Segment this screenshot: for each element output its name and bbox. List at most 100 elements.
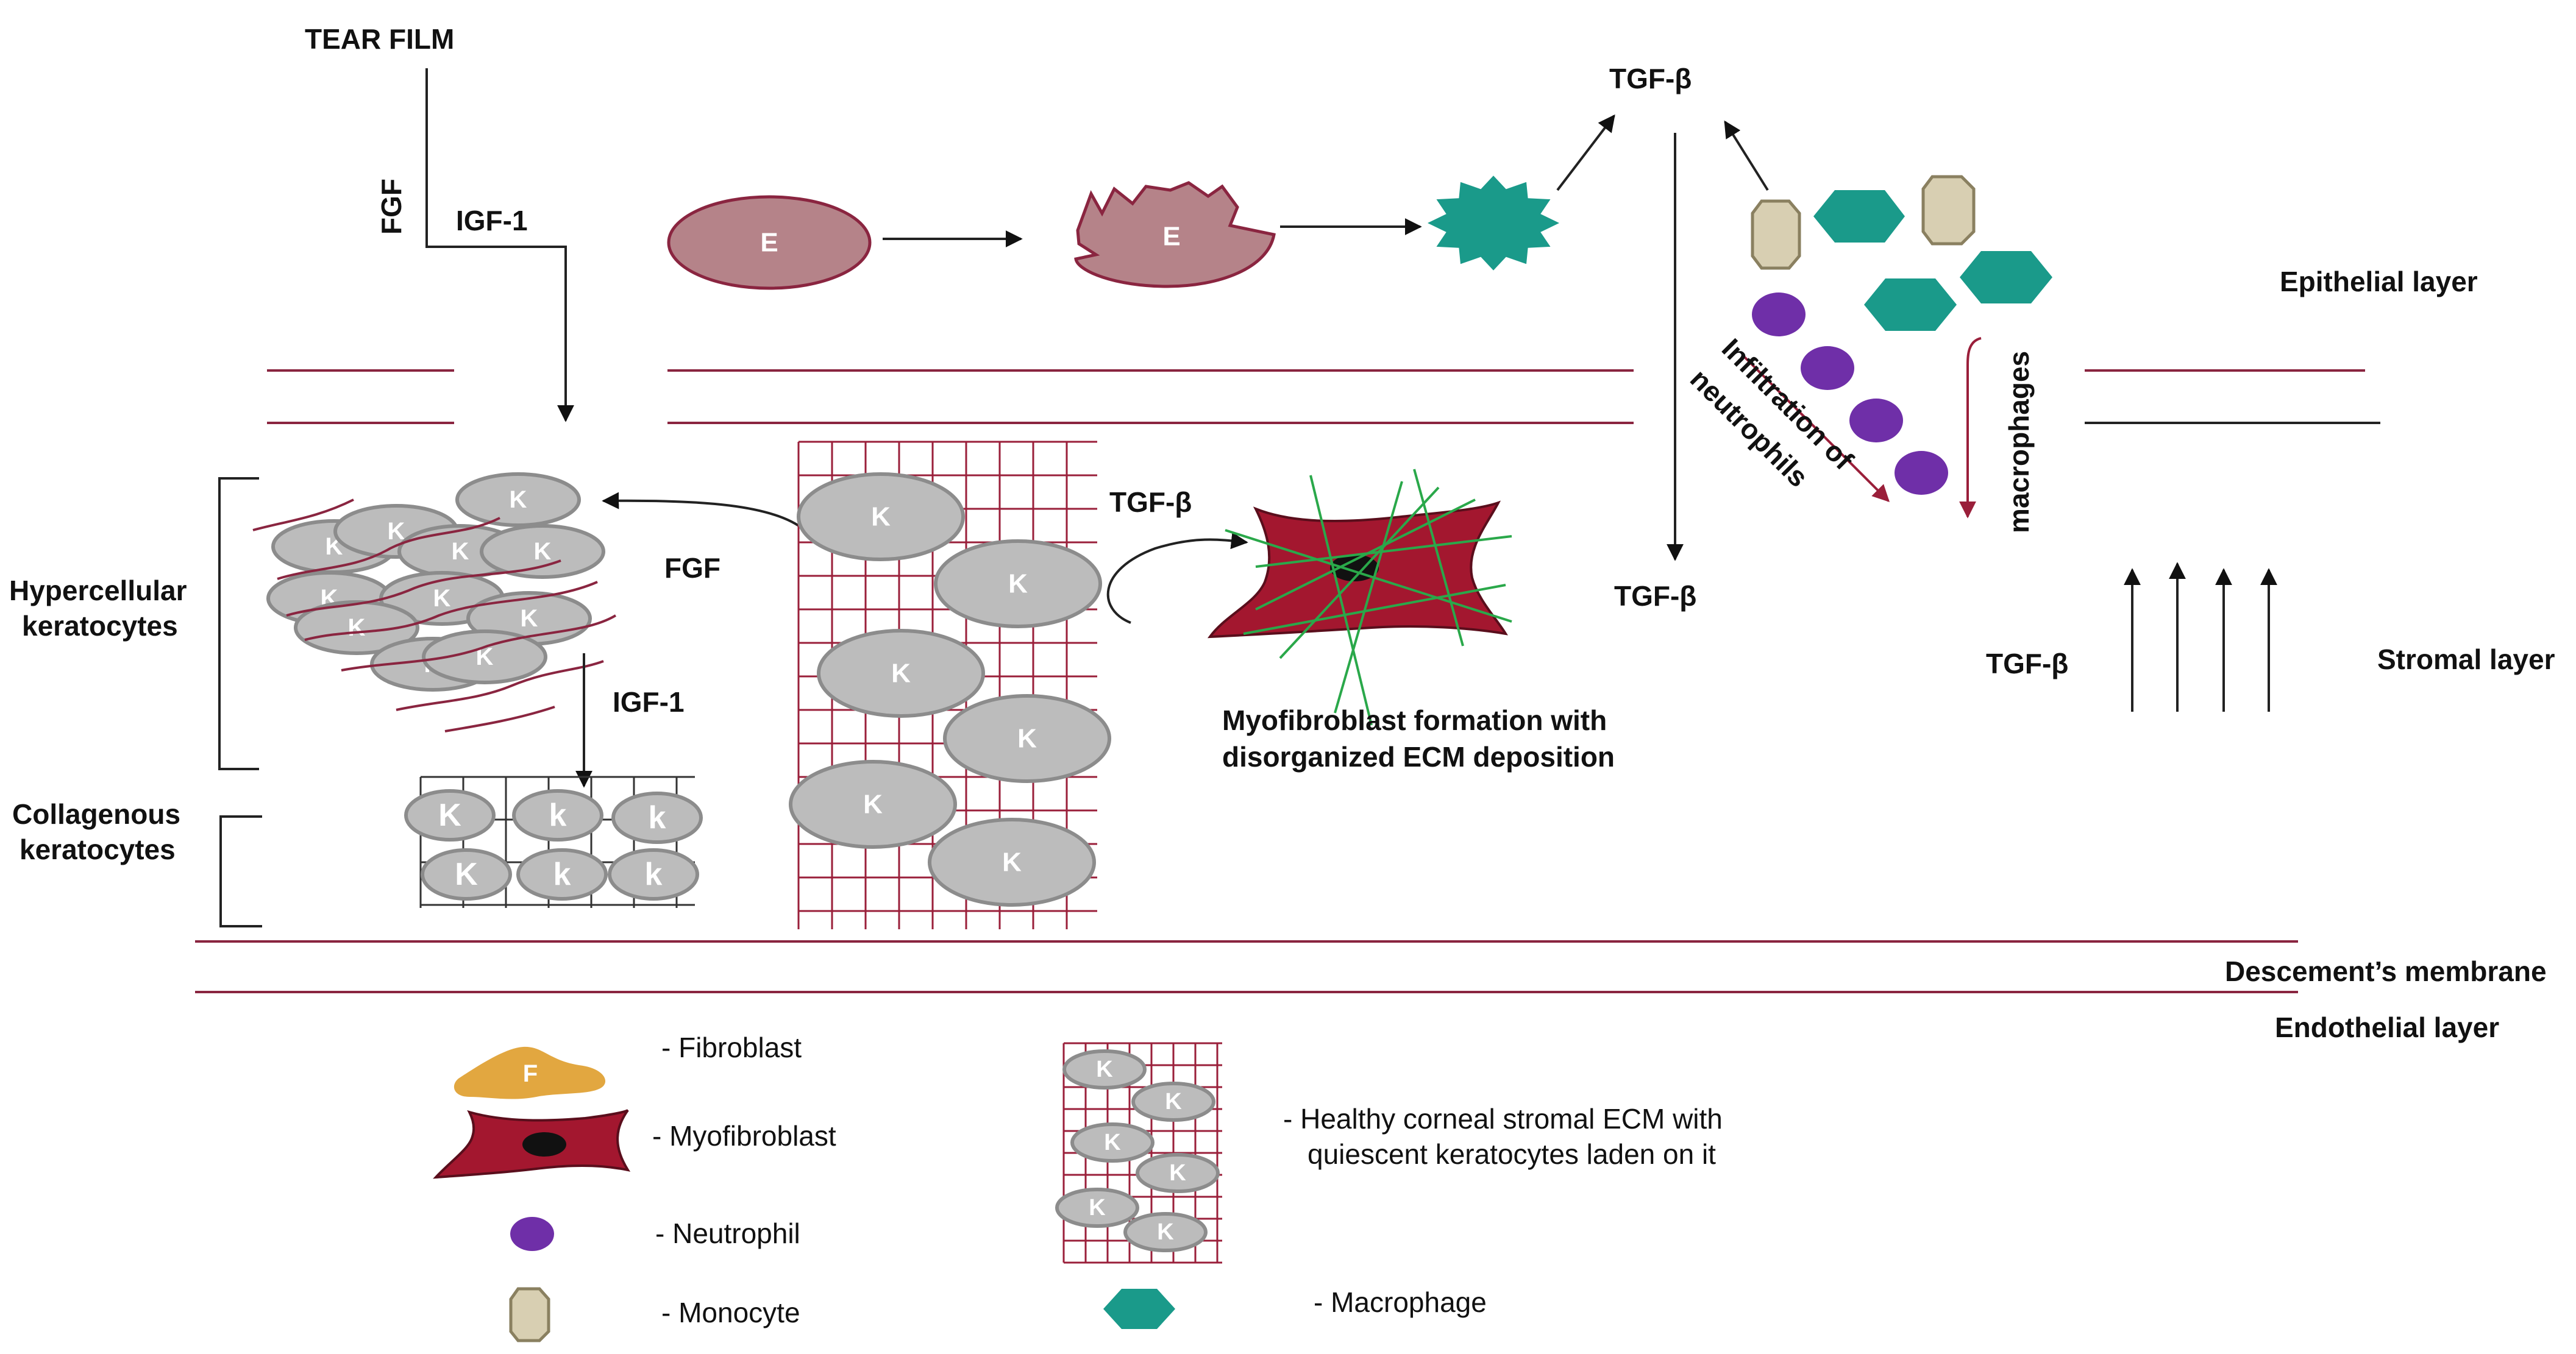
legend-ecm-label-line1: - Healthy corneal stromal ECM with: [1283, 1103, 1723, 1135]
keratocyte-letter: K: [534, 538, 552, 565]
keratocyte-letter: K: [388, 518, 405, 545]
keratocyte-icon: K: [421, 848, 512, 901]
monocyte-icon: [1921, 175, 1976, 246]
tgfb-myofibroblast-arrow: [1106, 532, 1248, 624]
keratocyte-icon: K: [480, 524, 605, 579]
myofibroblast-icon: [433, 1109, 631, 1179]
keratocyte-icon: K: [1136, 1153, 1220, 1193]
keratocyte-letter: K: [433, 585, 451, 612]
keratocyte-letter: K: [510, 486, 527, 513]
keratocyte-icon: K: [934, 539, 1102, 628]
keratocyte-letter: k: [553, 857, 571, 892]
keratocyte-letter: K: [863, 790, 883, 820]
tgfb-top-label: TGF-β: [1609, 63, 1692, 94]
descemets-membrane-lines: [195, 940, 2298, 993]
igf1-mid-label: IGF-1: [613, 686, 685, 718]
keratocyte-letter: K: [1008, 569, 1028, 599]
neutrophil-icon: [1801, 346, 1854, 390]
keratocyte-letter: K: [1165, 1089, 1182, 1115]
keratocyte-letter: K: [521, 605, 538, 632]
endothelial-layer-label: Endothelial layer: [2275, 1012, 2499, 1043]
neutrophil-cluster: [1752, 292, 1948, 495]
keratocyte-letter: K: [1104, 1130, 1121, 1155]
epithelial-cell-icon: E: [667, 195, 872, 290]
macrophage-icon: [1960, 251, 2052, 303]
keratocyte-letter: K: [1096, 1057, 1113, 1082]
keratocyte-icon: k: [611, 792, 703, 844]
fgf-vertical-label: FGF: [375, 179, 407, 235]
neutrophil-icon: [1895, 451, 1948, 495]
neutrophil-icon: [1752, 292, 1806, 336]
macrophage-icon: [1813, 190, 1905, 243]
keratocyte-letter: K: [348, 614, 366, 641]
keratocyte-letter: k: [649, 800, 666, 835]
keratocyte-icon: k: [516, 848, 608, 901]
keratocyte-icon: K: [1123, 1212, 1208, 1252]
tear-film-label: TEAR FILM: [305, 23, 454, 55]
legend-myofibroblast-label: - Myofibroblast: [652, 1120, 836, 1152]
stromal-layer-label: Stromal layer: [2377, 643, 2555, 675]
neutrophil-icon: [510, 1217, 554, 1251]
keratocyte-icon: K: [404, 789, 496, 842]
legend-fibroblast-label: - Fibroblast: [661, 1032, 802, 1063]
damaged-epithelial-cell-icon: E: [1074, 181, 1276, 288]
myofibroblast-caption-line2: disorganized ECM deposition: [1222, 741, 1615, 773]
keratocyte-letter: K: [1169, 1160, 1186, 1186]
descemets-membrane-label: Descement’s membrane: [2225, 955, 2547, 987]
monocyte-icon: [1751, 199, 1801, 270]
arrow-icon: [1724, 120, 1769, 191]
keratocyte-icon: k: [608, 848, 699, 901]
damaged-epithelial-cell-label: E: [1162, 222, 1180, 252]
hypercellular-label-line2: keratocytes: [22, 610, 178, 642]
keratocyte-icon: K: [455, 472, 581, 527]
keratocyte-letter: K: [871, 502, 891, 532]
macrophage-cluster: [1813, 190, 2052, 331]
hypercellular-bracket: [218, 477, 259, 770]
fgf-arrow: [602, 492, 806, 531]
keratocyte-icon: K: [797, 472, 965, 561]
keratocyte-icon: K: [817, 629, 985, 718]
monocyte-cluster: [1751, 175, 1976, 270]
epithelial-boundary-lines: [267, 369, 2380, 424]
keratocyte-icon: K: [1070, 1122, 1155, 1163]
tgfb-ecm-label: TGF-β: [1109, 486, 1192, 518]
macrophages-vertical-label: macrophages: [2003, 351, 2035, 533]
keratocyte-icon: K: [789, 760, 957, 849]
keratocyte-icon: K: [928, 818, 1096, 907]
tgfb-upward-arrows: [2124, 562, 2277, 712]
macrophage-icon: [1864, 278, 1957, 331]
hypercellular-label-line1: Hypercellular: [9, 575, 187, 606]
igf1-top-label: IGF-1: [456, 205, 528, 236]
monocyte-icon: [509, 1287, 550, 1342]
neutrophil-infiltration-arrow: [1741, 353, 1890, 502]
collagenous-label-line2: keratocytes: [20, 834, 176, 865]
keratocyte-icon: K: [1055, 1188, 1139, 1228]
star-signal-icon: [1428, 175, 1559, 271]
keratocyte-letter: K: [1017, 724, 1037, 754]
arrow-icon: [1556, 114, 1615, 191]
legend-monocyte-label: - Monocyte: [661, 1297, 800, 1328]
keratocyte-icon: K: [1131, 1082, 1215, 1122]
keratocyte-icon: k: [512, 789, 603, 842]
myofibroblast-caption-line1: Myofibroblast formation with: [1222, 704, 1607, 736]
legend-ecm-label-line2: quiescent keratocytes laden on it: [1308, 1138, 1716, 1170]
keratocyte-letter: K: [891, 659, 911, 689]
fgf-mid-label: FGF: [664, 552, 720, 584]
legend: F - Fibroblast - Myofibroblast - Neutrop…: [433, 1032, 1723, 1342]
keratocyte-icon: K: [943, 694, 1111, 783]
legend-macrophage-label: - Macrophage: [1314, 1286, 1487, 1318]
keratocyte-letter: k: [645, 857, 663, 892]
keratocyte-letter: K: [1157, 1219, 1174, 1245]
keratocyte-icon: K: [294, 600, 419, 655]
tear-film-pathway-line: [425, 68, 574, 422]
fibroblast-icon: F: [454, 1046, 606, 1099]
keratocyte-letter: K: [438, 798, 461, 833]
hypercellular-fibers: [252, 498, 617, 732]
neutrophil-icon: [1849, 399, 1903, 442]
tgfb-mid-label: TGF-β: [1614, 580, 1696, 612]
keratocyte-icon: K: [422, 629, 547, 684]
keratocyte-icon: K: [1062, 1049, 1147, 1090]
